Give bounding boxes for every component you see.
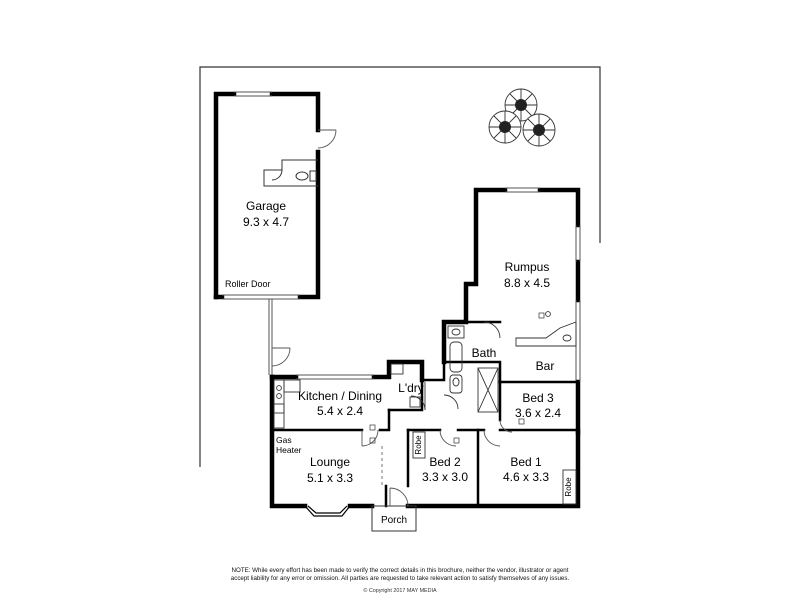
bath-fixtures <box>443 321 501 413</box>
laundry-fixtures <box>390 363 426 411</box>
lounge-name: Lounge <box>310 455 350 469</box>
disclaimer-line-2: accept liability for any error or omissi… <box>230 575 570 582</box>
rumpus-dims: 8.8 x 4.5 <box>504 276 550 290</box>
disclaimer-line-1: NOTE: While every effort has been made t… <box>231 567 569 574</box>
garage-door <box>317 129 337 149</box>
porch-label: Porch <box>381 515 407 526</box>
boundary-lines <box>199 66 601 467</box>
kitchen-door <box>361 429 379 447</box>
roller-door-label: Roller Door <box>225 279 271 289</box>
kitchen-dims: 5.4 x 2.4 <box>317 404 363 418</box>
garage-walls <box>213 91 321 300</box>
bath-label: Bath <box>472 346 497 360</box>
gas-heater-label-1: Gas <box>276 435 292 445</box>
kitchen-bench <box>273 379 301 429</box>
bed3-dims: 3.6 x 2.4 <box>515 406 561 420</box>
bed1-dims: 4.6 x 3.3 <box>503 470 549 484</box>
bar-label: Bar <box>536 359 555 373</box>
entry-door <box>271 347 291 367</box>
lounge-bay-window <box>304 505 351 517</box>
garage-dims: 9.3 x 4.7 <box>243 215 289 229</box>
bed2-dims: 3.3 x 3.0 <box>422 470 468 484</box>
tree-icon <box>488 88 556 147</box>
garage-wc <box>263 159 318 187</box>
garage-window <box>234 91 272 97</box>
porch <box>371 505 417 532</box>
bed1-name: Bed 1 <box>510 455 542 469</box>
garage-name: Garage <box>246 199 286 213</box>
robe-bed1-label: Robe <box>564 477 573 497</box>
copyright: © Copyright 2017 MAY MEDIA <box>363 588 437 594</box>
bar-counter <box>515 311 577 347</box>
robe-bed2-label: Robe <box>414 435 423 455</box>
kitchen-name: Kitchen / Dining <box>298 389 382 403</box>
bedroom-doors <box>439 419 513 447</box>
laundry-label: L'dry <box>398 381 424 395</box>
lounge-dims: 5.1 x 3.3 <box>307 471 353 485</box>
breezeway-fence <box>268 299 273 375</box>
power-points <box>369 312 545 444</box>
bed3-name: Bed 3 <box>522 391 554 405</box>
robes <box>412 431 577 505</box>
front-door <box>389 487 409 507</box>
disclaimer: NOTE: While every effort has been made t… <box>180 567 620 583</box>
rumpus-name: Rumpus <box>505 260 550 274</box>
house-exterior-walls <box>269 187 581 509</box>
gas-heater-label-2: Heater <box>276 445 302 455</box>
kitchen-window <box>296 374 374 380</box>
roller-door <box>222 294 300 300</box>
bed2-name: Bed 2 <box>429 455 461 469</box>
house-interior-walls <box>270 320 580 508</box>
